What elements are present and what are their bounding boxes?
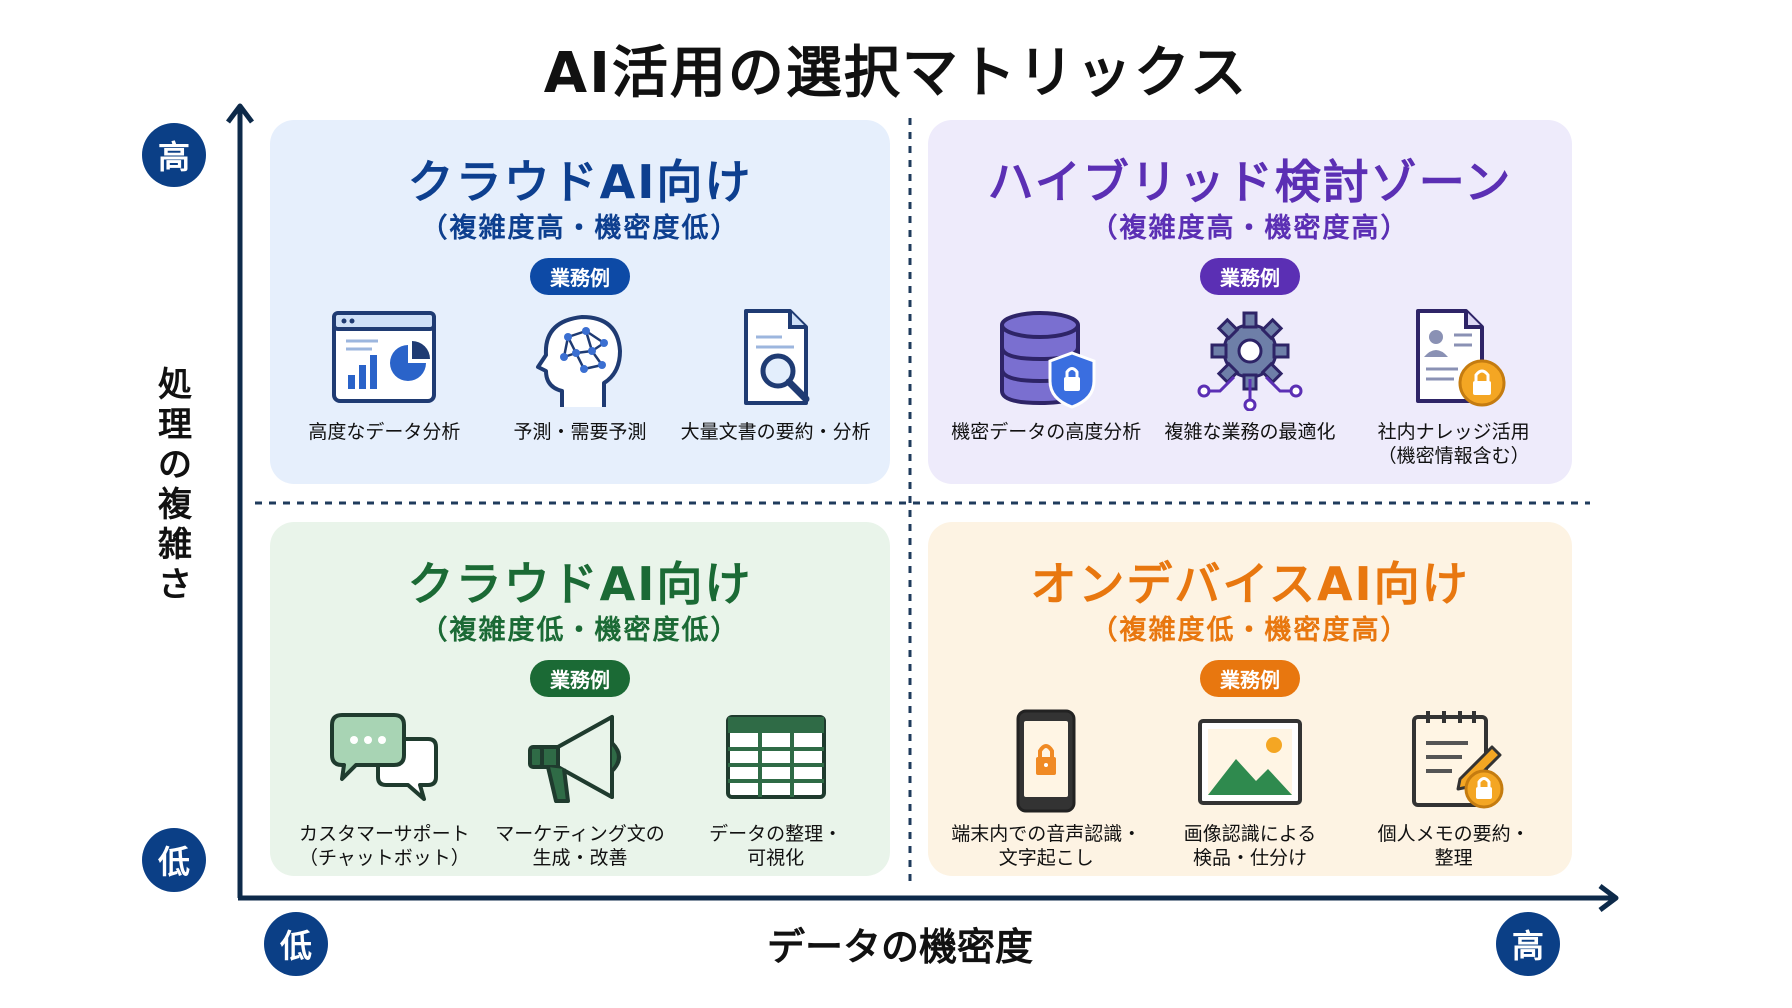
item-label-line2: 生成・改善	[532, 847, 628, 869]
examples-badge: 業務例	[1200, 258, 1300, 295]
quadrant-title: クラウドAI向け	[407, 557, 753, 611]
item-label: マーケティング文の 生成・改善	[495, 822, 664, 870]
item-label: データの整理・ 可視化	[709, 822, 842, 870]
x-axis-label: データの機密度	[766, 925, 1033, 969]
example-item: 複雑な業務の最適化	[1150, 304, 1351, 468]
x-axis-low-badge: 低	[264, 912, 328, 976]
item-label-line2: 可視化	[747, 847, 805, 869]
locked-notepad-icon	[1394, 706, 1514, 816]
quadrant-subtitle: （複雑度低・機密度高）	[1090, 615, 1410, 646]
document-search-icon	[716, 304, 836, 414]
quadrant-hybrid: ハイブリッド検討ゾーン （複雑度高・機密度高） 業務例 機密データの高度分析	[928, 120, 1572, 484]
secure-database-icon	[986, 304, 1106, 414]
quadrant-on-device: オンデバイスAI向け （複雑度低・機密度高） 業務例 端末内での音声認識・ 文字…	[928, 522, 1572, 876]
item-label-line1: カスタマーサポート	[299, 823, 470, 845]
item-label: 社内ナレッジ活用 （機密情報含む）	[1378, 420, 1530, 468]
y-axis-high-badge: 高	[142, 123, 206, 187]
quadrant-cloud-complex: クラウドAI向け （複雑度高・機密度低） 業務例 高度なデータ分析	[270, 120, 890, 484]
megaphone-icon	[520, 706, 640, 816]
quadrant-subtitle: （複雑度低・機密度低）	[420, 615, 740, 646]
item-label: 予測・需要予測	[513, 421, 647, 443]
examples-badge: 業務例	[1200, 660, 1300, 697]
image-icon	[1190, 706, 1310, 816]
example-item: マーケティング文の 生成・改善	[484, 706, 677, 870]
y-axis-low-badge: 低	[142, 828, 206, 892]
quadrant-subtitle: （複雑度高・機密度高）	[1090, 213, 1410, 244]
locked-document-icon	[1394, 304, 1514, 414]
locked-phone-icon	[986, 706, 1106, 816]
examples-badge: 業務例	[530, 660, 630, 697]
y-axis-char: 理	[158, 405, 192, 445]
example-item: 大量文書の要約・分析	[679, 304, 872, 444]
example-item: 端末内での音声認識・ 文字起こし	[946, 706, 1147, 870]
quadrant-title: クラウドAI向け	[407, 155, 753, 209]
item-label-line1: 画像認識による	[1183, 823, 1317, 845]
example-item: 予測・需要予測	[484, 304, 677, 444]
y-axis-char: 処	[158, 365, 192, 405]
item-label-line2: （チャットボット）	[298, 847, 470, 869]
item-label: 高度なデータ分析	[308, 421, 461, 443]
item-label-line1: 個人メモの要約・	[1377, 823, 1530, 845]
dashboard-chart-icon	[324, 304, 444, 414]
example-item: 画像認識による 検品・仕分け	[1150, 706, 1351, 870]
x-axis-high-badge: 高	[1496, 912, 1560, 976]
item-label: 複雑な業務の最適化	[1164, 421, 1336, 443]
item-label: 画像認識による 検品・仕分け	[1184, 822, 1316, 870]
example-item: データの整理・ 可視化	[679, 706, 872, 870]
chat-bubbles-icon	[324, 706, 444, 816]
example-item: 個人メモの要約・ 整理	[1353, 706, 1554, 870]
item-label: カスタマーサポート （チャットボット）	[299, 822, 470, 870]
y-axis-char: 複	[158, 485, 192, 525]
y-axis-char: 雑	[158, 525, 192, 565]
quadrant-title: ハイブリッド検討ゾーン	[987, 155, 1513, 209]
y-axis-label: 処 理 の 複 雑 さ	[150, 365, 200, 605]
item-label: 端末内での音声認識・ 文字起こし	[951, 822, 1141, 870]
gear-network-icon	[1190, 304, 1310, 414]
ai-brain-icon	[520, 304, 640, 414]
quadrant-title: オンデバイスAI向け	[1030, 557, 1470, 611]
y-axis-char: の	[158, 445, 192, 485]
item-label-line2: 文字起こし	[998, 847, 1094, 869]
example-item: 機密データの高度分析	[946, 304, 1147, 468]
item-label-line2: （機密情報含む）	[1377, 445, 1530, 467]
page-title: AI活用の選択マトリックス	[543, 41, 1249, 106]
item-label: 機密データの高度分析	[951, 421, 1142, 443]
spreadsheet-icon	[716, 706, 836, 816]
example-item: 高度なデータ分析	[288, 304, 481, 444]
item-label-line1: データの整理・	[709, 823, 843, 845]
quadrant-subtitle: （複雑度高・機密度低）	[420, 213, 740, 244]
item-label: 大量文書の要約・分析	[680, 421, 871, 443]
item-label-line1: 端末内での音声認識・	[951, 823, 1142, 845]
quadrant-cloud-simple: クラウドAI向け （複雑度低・機密度低） 業務例 カスタマーサポート （チャット…	[270, 522, 890, 876]
example-item: 社内ナレッジ活用 （機密情報含む）	[1353, 304, 1554, 468]
item-label: 個人メモの要約・ 整理	[1378, 822, 1530, 870]
item-label-line1: マーケティング文の	[495, 823, 665, 845]
item-label-line2: 整理	[1434, 847, 1473, 869]
item-label-line2: 検品・仕分け	[1192, 847, 1307, 869]
examples-badge: 業務例	[530, 258, 630, 295]
item-label-line1: 社内ナレッジ活用	[1377, 421, 1530, 443]
y-axis-char: さ	[158, 565, 192, 605]
example-item: カスタマーサポート （チャットボット）	[288, 706, 481, 870]
